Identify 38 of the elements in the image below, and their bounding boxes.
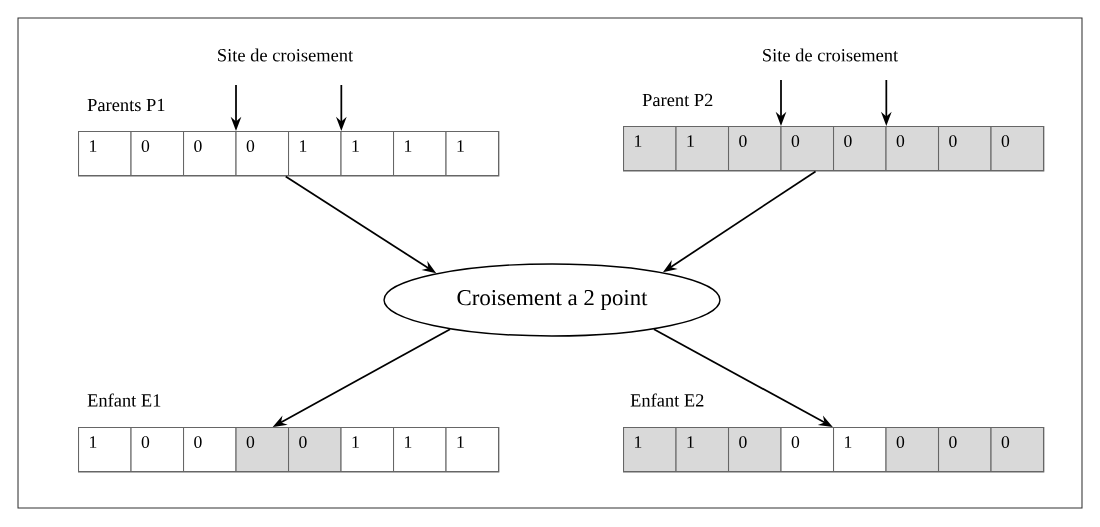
gene-cell: 0	[728, 126, 782, 172]
gene-cell: 1	[445, 427, 500, 473]
gene-cell: 1	[393, 131, 447, 177]
gene-cell: 0	[130, 427, 185, 473]
gene-cell: 1	[623, 126, 677, 172]
gene-cell: 0	[235, 427, 290, 473]
gene-cell: 1	[393, 427, 447, 473]
gene-cell: 1	[833, 427, 887, 473]
site-label: Site de croisement	[763, 48, 899, 62]
gene-cell: 1	[675, 427, 730, 473]
gene-cell: 1	[445, 131, 500, 177]
gene-cell: 0	[288, 427, 342, 473]
gene-cell: 0	[833, 126, 887, 172]
gene-cell: 1	[288, 131, 342, 177]
gene-cell: 0	[780, 427, 835, 473]
gene-cell: 1	[78, 427, 132, 473]
gene-cell: 0	[728, 427, 782, 473]
gene-cell: 1	[340, 427, 395, 473]
gene-cell: 0	[990, 427, 1045, 473]
gene-cell: 1	[675, 126, 730, 172]
node-label: Parent P2	[642, 93, 713, 107]
gene-cell: 0	[938, 126, 992, 172]
gene-cell: 0	[183, 131, 237, 177]
gene-cell: 0	[235, 131, 290, 177]
gene-cell: 0	[938, 427, 992, 473]
gene-cell: 1	[340, 131, 395, 177]
gene-cell: 0	[885, 427, 940, 473]
gene-cell: 0	[130, 131, 185, 177]
node-label: Parents P1	[87, 98, 165, 112]
gene-cell: 0	[990, 126, 1045, 172]
node-label: Enfant E2	[630, 393, 704, 407]
node-label: Enfant E1	[87, 393, 161, 407]
gene-cell: 1	[623, 427, 677, 473]
gene-cell: 0	[885, 126, 940, 172]
site-label: Site de croisement	[218, 48, 354, 62]
gene-cell: 0	[780, 126, 835, 172]
gene-cell: 0	[183, 427, 237, 473]
gene-cell: 1	[78, 131, 132, 177]
